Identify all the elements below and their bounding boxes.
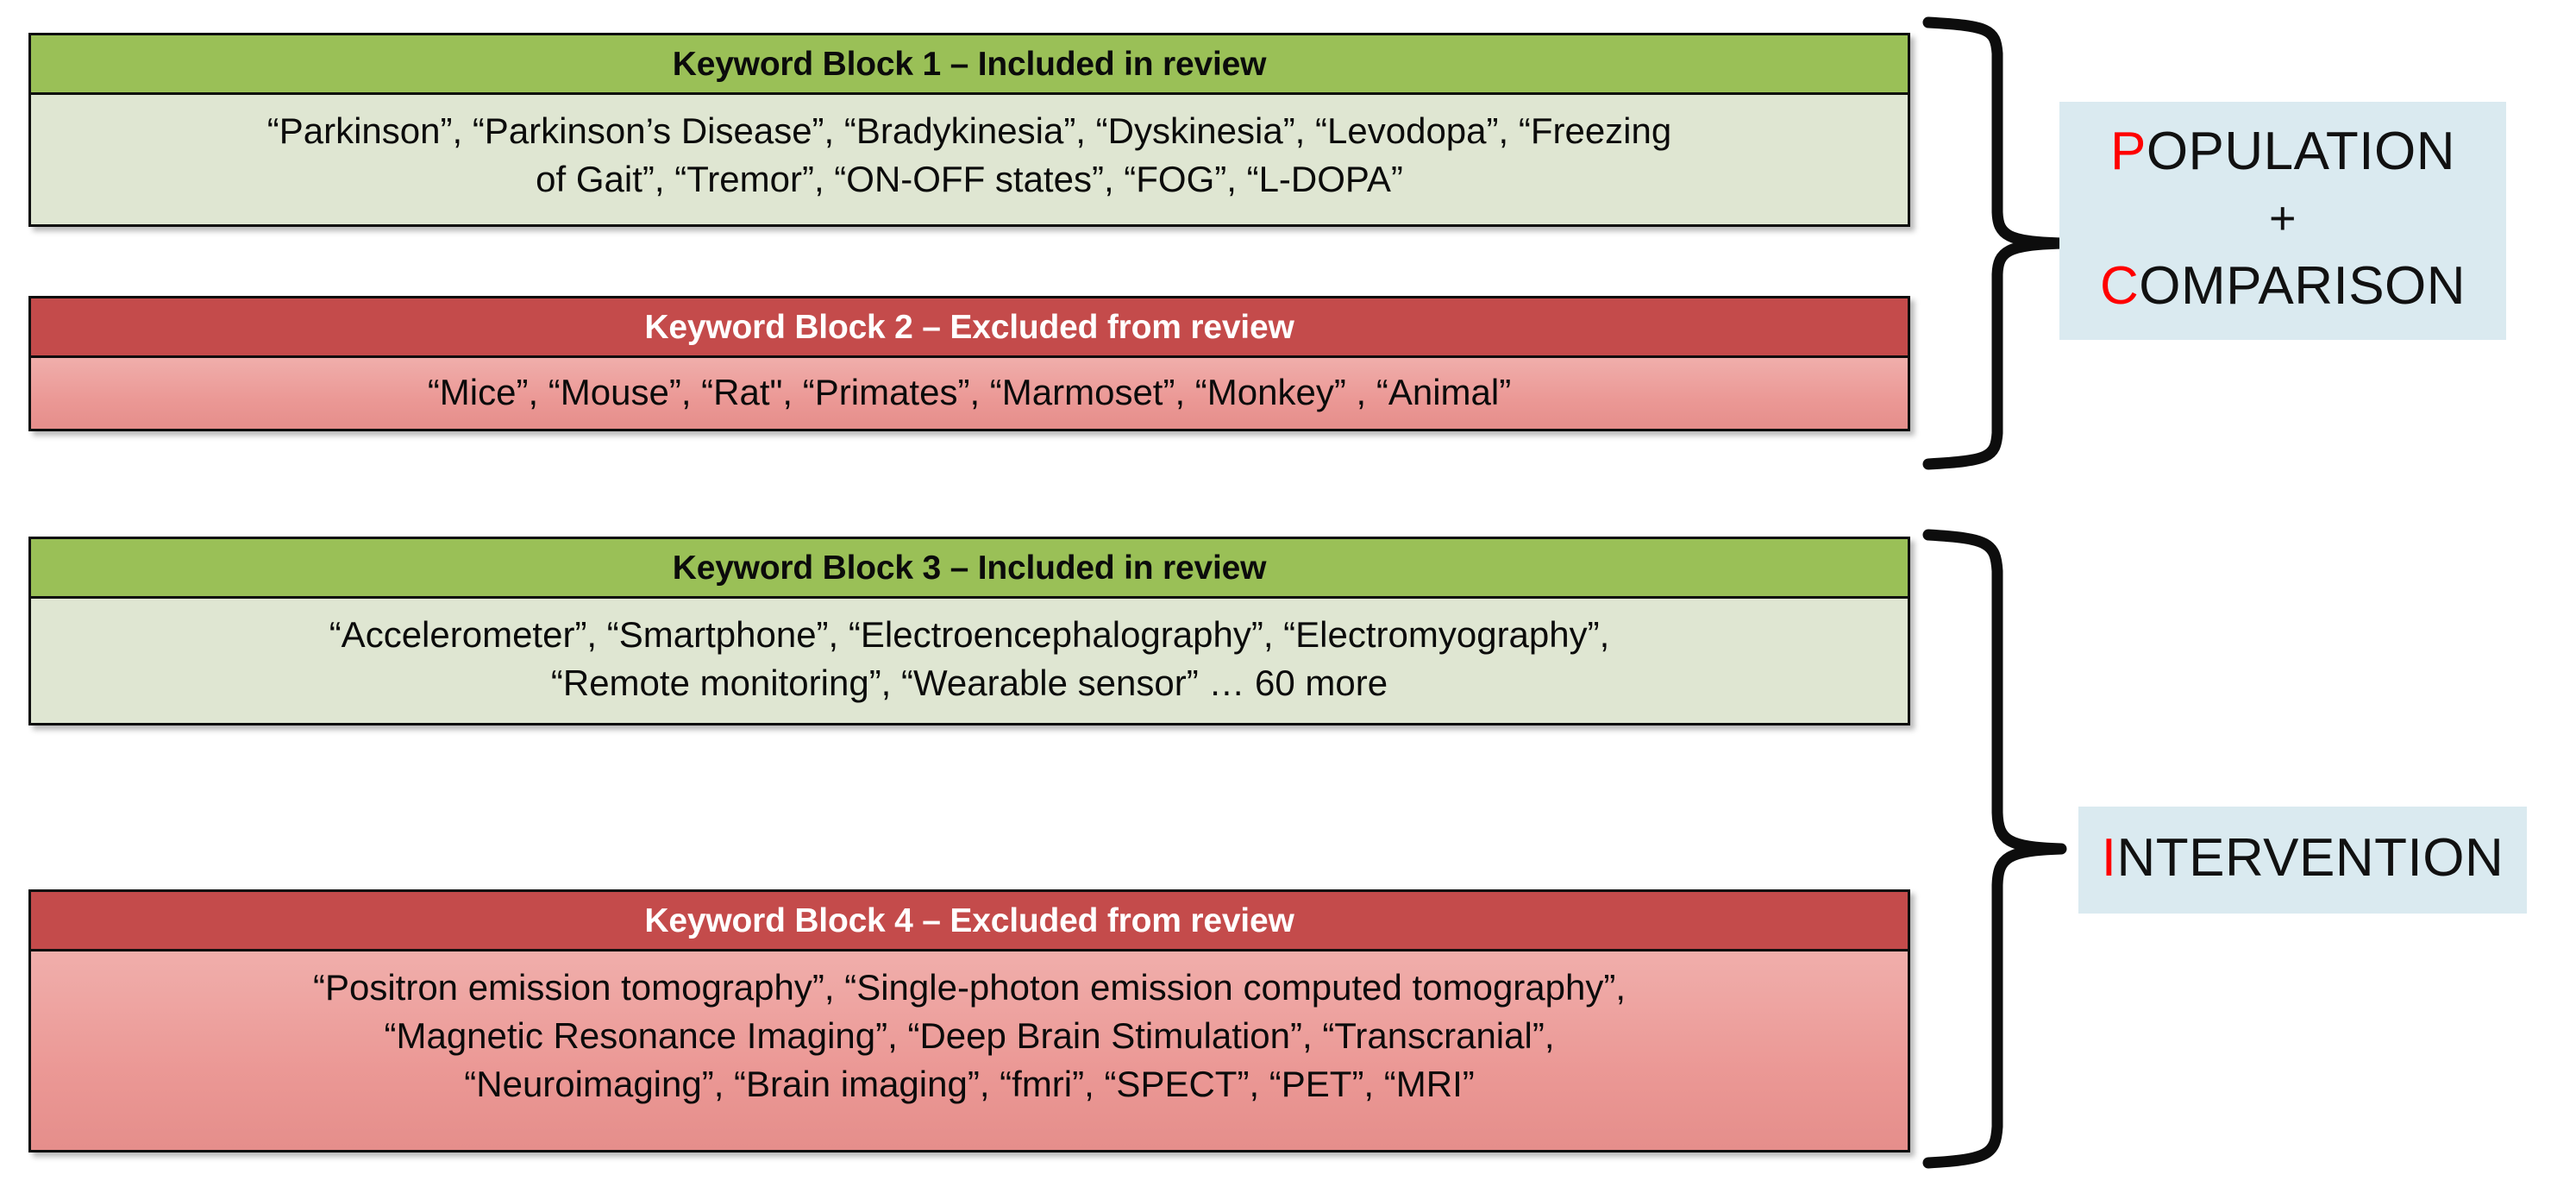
- keyword-block-4[interactable]: Keyword Block 4 – Excluded from review “…: [28, 889, 1910, 1153]
- pico-accent-letter: C: [2099, 255, 2140, 316]
- keyword-line: “Parkinson”, “Parkinson’s Disease”, “Bra…: [266, 110, 1672, 152]
- pico-line-comparison: COMPARISON: [2078, 248, 2487, 324]
- keyword-block-1-body: “Parkinson”, “Parkinson’s Disease”, “Bra…: [31, 95, 1908, 225]
- keyword-group-population-comparison: Keyword Block 1 – Included in review “Pa…: [0, 0, 2576, 518]
- pico-label-intervention: INTERVENTION: [2078, 807, 2527, 914]
- keyword-block-4-body: “Positron emission tomography”, “Single-…: [31, 951, 1908, 1151]
- keyword-block-1[interactable]: Keyword Block 1 – Included in review “Pa…: [28, 33, 1910, 228]
- pico-line-intervention: INTERVENTION: [2092, 820, 2513, 896]
- keyword-line: “Positron emission tomography”, “Single-…: [312, 967, 1626, 1008]
- keyword-block-3-body: “Accelerometer”, “Smartphone”, “Electroe…: [31, 599, 1908, 724]
- keyword-line: “Neuroimaging”, “Brain imaging”, “fmri”,…: [464, 1064, 1475, 1105]
- pico-accent-letter: I: [2101, 828, 2117, 888]
- pico-line-plus: +: [2078, 190, 2487, 248]
- pico-line-population: POPULATION: [2078, 114, 2487, 190]
- pico-plus-text: +: [2268, 192, 2297, 245]
- keyword-block-1-header: Keyword Block 1 – Included in review: [31, 35, 1908, 96]
- keyword-block-3-header: Keyword Block 3 – Included in review: [31, 539, 1908, 600]
- brace-intervention: [1921, 528, 2068, 1177]
- keyword-block-4-header: Keyword Block 4 – Excluded from review: [31, 892, 1908, 952]
- keyword-group-intervention: Keyword Block 3 – Included in review “Ac…: [0, 518, 2576, 1187]
- keyword-block-2-body: “Mice”, “Mouse”, “Rat", “Primates”, “Mar…: [31, 358, 1908, 430]
- pico-line-text: OMPARISON: [2139, 255, 2466, 316]
- pico-line-text: NTERVENTION: [2116, 828, 2504, 888]
- keyword-block-2-header: Keyword Block 2 – Excluded from review: [31, 298, 1908, 359]
- pico-line-text: OPULATION: [2146, 122, 2456, 181]
- keyword-block-2[interactable]: Keyword Block 2 – Excluded from review “…: [28, 296, 1910, 432]
- keyword-line: “Remote monitoring”, “Wearable sensor” ……: [550, 663, 1388, 704]
- keyword-line: of Gait”, “Tremor”, “ON-OFF states”, “FO…: [536, 159, 1403, 200]
- brace-population-comparison: [1921, 16, 2068, 471]
- pico-accent-letter: P: [2109, 122, 2147, 181]
- keyword-line: “Magnetic Resonance Imaging”, “Deep Brai…: [384, 1015, 1555, 1057]
- keyword-line: “Accelerometer”, “Smartphone”, “Electroe…: [329, 614, 1610, 656]
- pico-label-population-comparison: POPULATION + COMPARISON: [2059, 102, 2506, 340]
- keyword-line: “Mice”, “Mouse”, “Rat", “Primates”, “Mar…: [427, 372, 1512, 413]
- keyword-block-3[interactable]: Keyword Block 3 – Included in review “Ac…: [28, 537, 1910, 726]
